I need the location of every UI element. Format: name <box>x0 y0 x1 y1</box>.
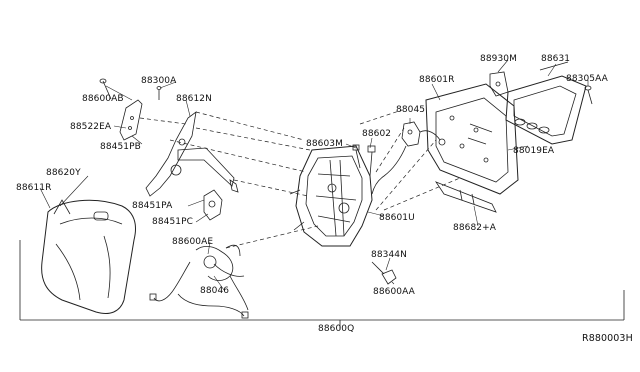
label-88046: 88046 <box>200 286 230 296</box>
leader-lines <box>39 59 589 291</box>
reference-code: R880003H <box>582 333 633 344</box>
seatback-panel-shape <box>425 83 519 195</box>
label-88344n: 88344N <box>371 250 407 260</box>
seatback-frame-left-shape <box>145 111 239 221</box>
label-88522ea: 88522EA <box>70 122 112 132</box>
assembly-bracket-88600q <box>19 240 625 330</box>
hinge-bracket-88451pb-shape <box>119 99 143 141</box>
wire-harness-shape <box>149 244 249 319</box>
label-88305aa: 88305AA <box>566 74 608 84</box>
label-88930m: 88930M <box>480 54 517 64</box>
label-88600ab: 88600AB <box>82 94 124 104</box>
label-88611r: 88611R <box>16 183 52 193</box>
label-88019ea: 88019EA <box>513 146 555 156</box>
armrest-unit-shape <box>505 61 587 145</box>
trim-strip-shape <box>434 181 497 213</box>
bolt-88600ab-shape <box>99 78 162 100</box>
label-88682a: 88682+A <box>453 223 497 233</box>
label-88451pa: 88451PA <box>132 201 173 211</box>
label-88601r: 88601R <box>419 75 455 85</box>
label-88451pc: 88451PC <box>152 217 194 227</box>
label-88600q: 88600Q <box>318 324 355 334</box>
label-88601u: 88601U <box>379 213 415 223</box>
seatback-frame-center-shape <box>289 145 373 247</box>
label-88045: 88045 <box>396 105 426 115</box>
nut-88600aa-shape <box>371 261 397 285</box>
label-88600aa: 88600AA <box>373 287 415 297</box>
label-88603m: 88603M <box>306 139 343 149</box>
label-88620y: 88620Y <box>46 168 81 178</box>
bracket-88930m-shape <box>489 71 509 97</box>
label-88631: 88631 <box>541 54 571 64</box>
label-88600ae: 88600AE <box>172 237 214 247</box>
bolt-88603m-shape <box>352 144 376 177</box>
seatback-pad-shape <box>41 199 136 314</box>
label-88451pb: 88451PB <box>100 142 141 152</box>
label-88602: 88602 <box>362 129 392 139</box>
assembly-guide-lines <box>139 109 461 249</box>
label-88612n: 88612N <box>176 94 212 104</box>
bolt-88305aa-shape <box>584 85 593 105</box>
latch-88045-shape <box>371 121 446 195</box>
label-88300a: 88300A <box>141 76 177 86</box>
